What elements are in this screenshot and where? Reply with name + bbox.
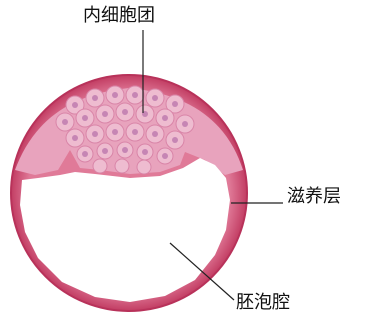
label-trophoblast: 滋养层 <box>287 188 341 206</box>
label-blastocoel: 胚泡腔 <box>236 294 290 312</box>
label-inner-cell-mass: 内细胞团 <box>83 7 155 25</box>
inner-cell-mass <box>15 86 243 175</box>
